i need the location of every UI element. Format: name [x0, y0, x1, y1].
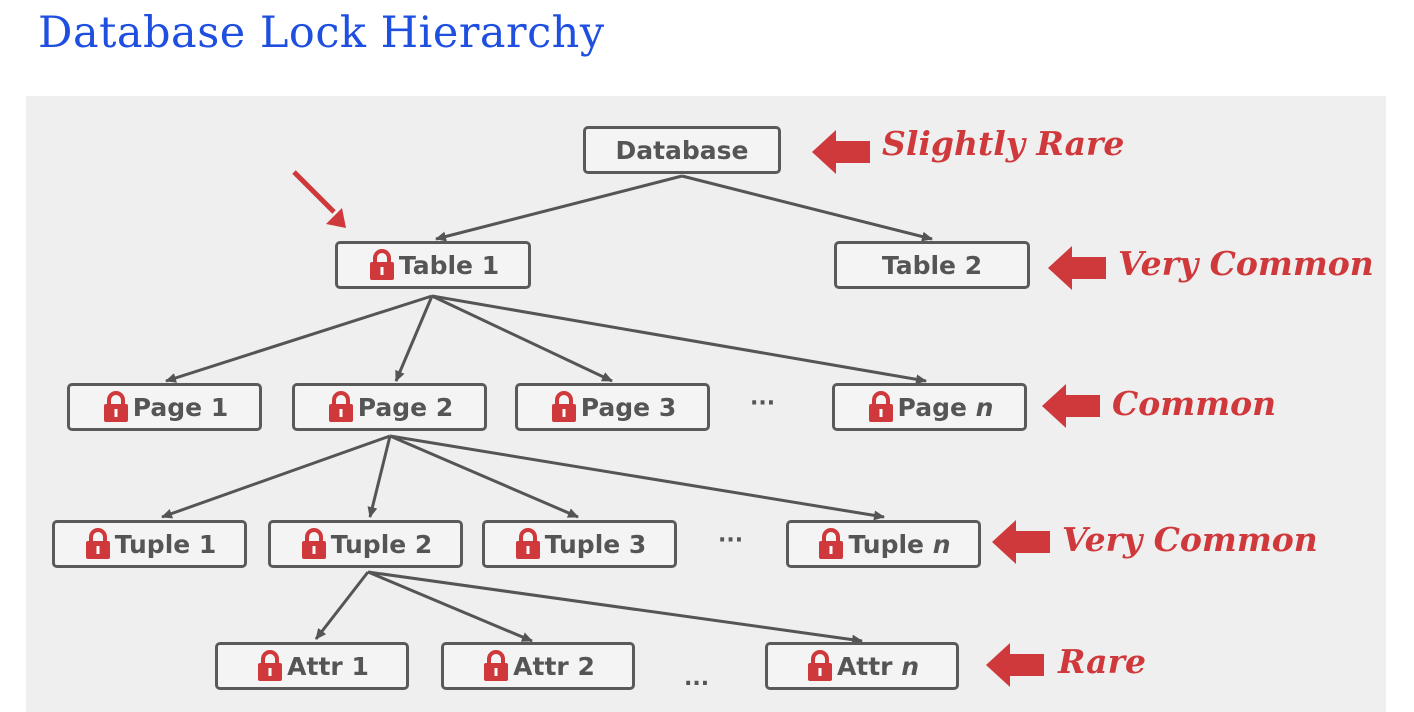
- connector-layer: [161, 170, 933, 645]
- node-pagen-label-wrap: Page n: [898, 393, 994, 422]
- node-tuplen-label: Tuple: [848, 529, 933, 559]
- level-label-page: Common: [1112, 384, 1277, 423]
- edge-tuple2-attrn: [367, 570, 863, 645]
- node-page3-label: Page 3: [580, 392, 677, 422]
- node-table1: Table 1: [335, 241, 531, 289]
- node-tuple2-label: Tuple 2: [330, 529, 433, 559]
- edge-page2-tuple2: [367, 435, 392, 518]
- left-arrow-icon: [986, 643, 1046, 687]
- lock-icon: [101, 391, 131, 423]
- edge-page2-tuple1: [161, 434, 391, 519]
- level-label-attr: Rare: [1058, 642, 1146, 681]
- node-page1: Page 1: [67, 383, 262, 431]
- node-tuple3: Tuple 3: [482, 520, 677, 568]
- edge-tuple2-attr1: [314, 571, 370, 640]
- node-table2-label: Table 2: [881, 250, 983, 280]
- node-table1-label: Table 1: [398, 250, 500, 280]
- level-label-tuple: Very Common: [1062, 520, 1318, 559]
- node-database: Database: [583, 126, 781, 174]
- left-arrow-icon: [1048, 246, 1108, 290]
- edge-table1-page3: [431, 294, 613, 383]
- level-label-table: Very Common: [1118, 244, 1374, 283]
- node-attrn-label-wrap: Attr n: [837, 652, 919, 681]
- tuples-ellipsis: ···: [718, 528, 744, 553]
- level-label-database: Slightly Rare: [882, 124, 1125, 163]
- lock-icon: [255, 650, 285, 682]
- node-attrn: Attr n: [765, 642, 959, 690]
- node-tuple3-label: Tuple 3: [544, 529, 647, 559]
- node-tuple1: Tuple 1: [52, 520, 247, 568]
- lock-icon: [481, 650, 511, 682]
- node-page2-label: Page 2: [357, 392, 454, 422]
- pages-ellipsis: ···: [750, 391, 776, 416]
- edge-table1-page1: [165, 294, 433, 383]
- node-page3: Page 3: [515, 383, 710, 431]
- node-attrn-suffix: n: [901, 651, 920, 681]
- page-title: Database Lock Hierarchy: [38, 8, 605, 58]
- node-tuplen-label-wrap: Tuple n: [848, 530, 950, 559]
- node-attr1-label: Attr 1: [287, 651, 369, 681]
- edge-page2-tuple3: [389, 434, 579, 519]
- lock-icon: [513, 528, 543, 560]
- edge-database-table1: [435, 174, 683, 242]
- edge-tuple2-attr2: [367, 570, 533, 643]
- lock-icon: [367, 249, 397, 281]
- node-tuplen: Tuple n: [786, 520, 981, 568]
- lock-icon: [549, 391, 579, 423]
- node-attr2: Attr 2: [441, 642, 635, 690]
- pointer-arrow-icon: [292, 170, 336, 214]
- node-tuplen-suffix: n: [932, 529, 951, 559]
- lock-icon: [866, 391, 896, 423]
- node-pagen-label: Page: [897, 392, 976, 422]
- lock-icon: [816, 528, 846, 560]
- lock-icon: [299, 528, 329, 560]
- node-attr1: Attr 1: [215, 642, 409, 690]
- lock-hierarchy-diagram: Database Table 1 Table 2 Page 1 Page 2 P…: [26, 96, 1386, 712]
- left-arrow-icon: [992, 520, 1052, 564]
- node-page1-label: Page 1: [132, 392, 229, 422]
- node-attrn-label: Attr: [836, 651, 902, 681]
- edge-database-table2: [681, 174, 933, 242]
- lock-icon: [326, 391, 356, 423]
- node-pagen: Page n: [832, 383, 1027, 431]
- node-database-label: Database: [615, 135, 749, 165]
- edge-page2-tuplen: [389, 434, 885, 521]
- edge-table1-page2: [394, 295, 434, 382]
- attrs-ellipsis: ...: [684, 666, 710, 691]
- edge-table1-pagen: [431, 294, 927, 385]
- node-attr2-label: Attr 2: [513, 651, 595, 681]
- left-arrow-icon: [812, 130, 872, 174]
- node-page2: Page 2: [292, 383, 487, 431]
- node-tuple1-label: Tuple 1: [114, 529, 217, 559]
- node-tuple2: Tuple 2: [268, 520, 463, 568]
- node-pagen-suffix: n: [975, 392, 994, 422]
- pointer-arrow-head: [326, 208, 346, 228]
- lock-icon: [805, 650, 835, 682]
- left-arrow-icon: [1042, 384, 1102, 428]
- lock-icon: [83, 528, 113, 560]
- node-table2: Table 2: [834, 241, 1030, 289]
